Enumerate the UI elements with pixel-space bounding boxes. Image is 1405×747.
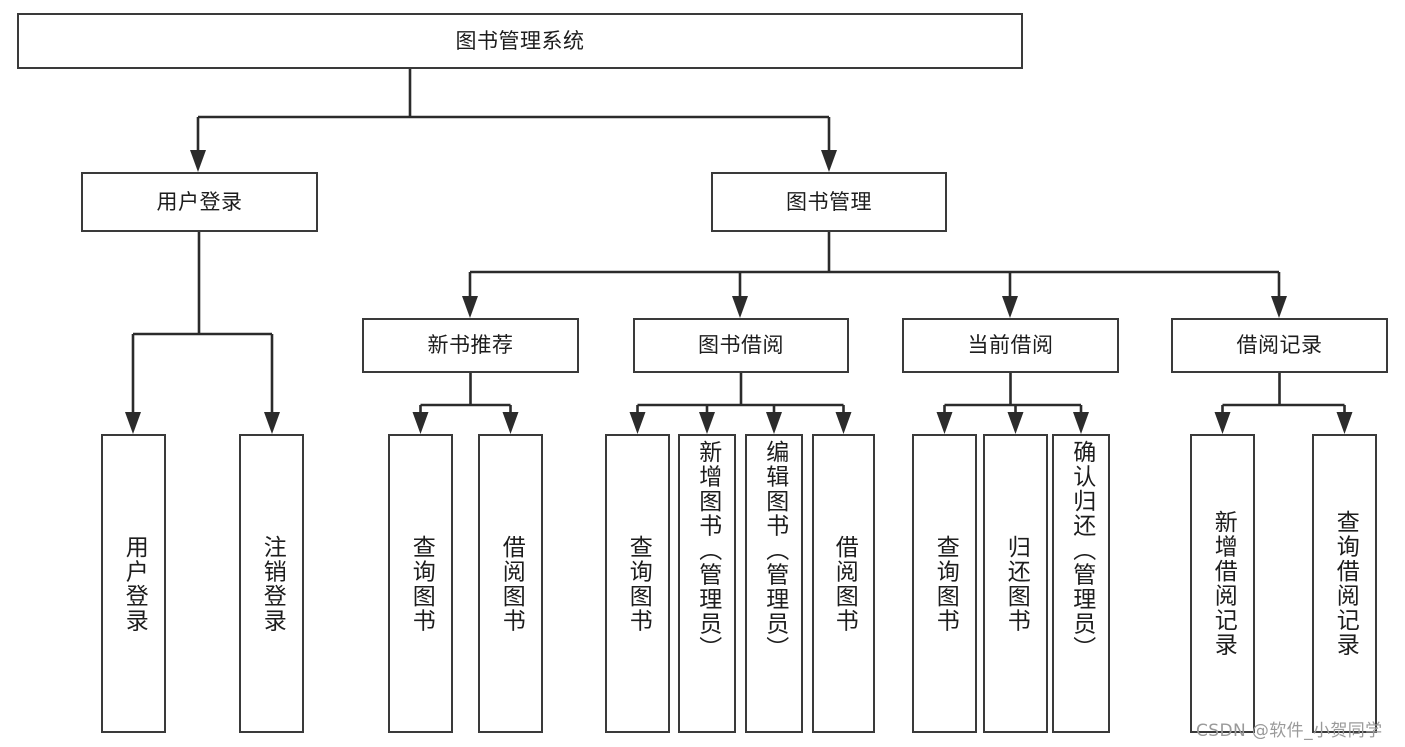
node-current-borrow: 当前借阅 [902, 318, 1119, 373]
node-borrow-record: 借阅记录 [1171, 318, 1388, 373]
node-label: 图书管理系统 [455, 28, 585, 53]
leaf-leaf-logout: 注销登录 [239, 434, 304, 733]
arrow-head-icon [462, 296, 478, 318]
leaf-leaf-confirm-return: 确认归还（管理员） [1052, 434, 1110, 733]
node-label: 新书推荐 [427, 333, 514, 357]
node-label: 借阅图书 [498, 534, 525, 633]
arrow-head-icon [629, 412, 646, 434]
arrow-head-icon [835, 412, 852, 434]
watermark-text: CSDN @软件_小贺同学 [1196, 721, 1383, 741]
arrow-head-icon [412, 412, 429, 434]
arrow-head-icon [1073, 412, 1089, 434]
leaf-leaf-borrow-book-2: 借阅图书 [812, 434, 875, 733]
arrow-head-icon [190, 150, 206, 172]
arrow-head-icon [699, 412, 715, 434]
leaf-leaf-user-login: 用户登录 [101, 434, 166, 733]
node-user-login: 用户登录 [81, 172, 318, 232]
node-label: 查询借阅记录 [1332, 510, 1359, 657]
node-label: 注销登录 [259, 534, 286, 633]
node-label: 归还图书 [1003, 534, 1030, 633]
arrow-head-icon [732, 296, 748, 318]
node-label: 查询图书 [408, 534, 435, 633]
node-label: 查询图书 [932, 534, 959, 633]
node-new-book-rec: 新书推荐 [362, 318, 579, 373]
leaf-leaf-return-book: 归还图书 [983, 434, 1048, 733]
node-label: 当前借阅 [967, 333, 1054, 357]
leaf-leaf-borrow-book-1: 借阅图书 [478, 434, 543, 733]
leaf-leaf-query-record: 查询借阅记录 [1312, 434, 1377, 733]
node-label: 用户登录 [121, 534, 148, 633]
node-label: 确认归还（管理员） [1068, 440, 1095, 661]
node-label: 图书管理 [786, 189, 872, 214]
arrow-head-icon [502, 412, 519, 434]
arrow-head-icon [1002, 296, 1018, 318]
arrow-head-icon [936, 412, 953, 434]
leaf-leaf-edit-book: 编辑图书（管理员） [745, 434, 803, 733]
arrow-head-icon [1214, 412, 1231, 434]
leaf-leaf-add-record: 新增借阅记录 [1190, 434, 1255, 733]
node-root: 图书管理系统 [17, 13, 1023, 69]
leaf-leaf-query-book-1: 查询图书 [388, 434, 453, 733]
node-label: 编辑图书（管理员） [761, 440, 788, 661]
node-label: 新增借阅记录 [1210, 510, 1237, 657]
arrow-head-icon [1336, 412, 1353, 434]
node-book-borrow: 图书借阅 [633, 318, 849, 373]
arrow-head-icon [1007, 412, 1024, 434]
node-label: 借阅图书 [831, 534, 858, 633]
node-label: 借阅记录 [1236, 333, 1323, 357]
arrow-head-icon [766, 412, 782, 434]
node-label: 图书借阅 [698, 333, 784, 357]
arrow-head-icon [264, 412, 280, 434]
arrow-head-icon [125, 412, 141, 434]
leaf-leaf-query-book-2: 查询图书 [605, 434, 670, 733]
arrow-head-icon [821, 150, 837, 172]
leaf-leaf-query-book-3: 查询图书 [912, 434, 977, 733]
node-label: 新增图书（管理员） [694, 440, 721, 661]
node-book-manage: 图书管理 [711, 172, 947, 232]
node-label: 查询图书 [625, 534, 652, 633]
leaf-leaf-add-book: 新增图书（管理员） [678, 434, 736, 733]
arrow-head-icon [1271, 296, 1287, 318]
node-label: 用户登录 [156, 189, 243, 214]
